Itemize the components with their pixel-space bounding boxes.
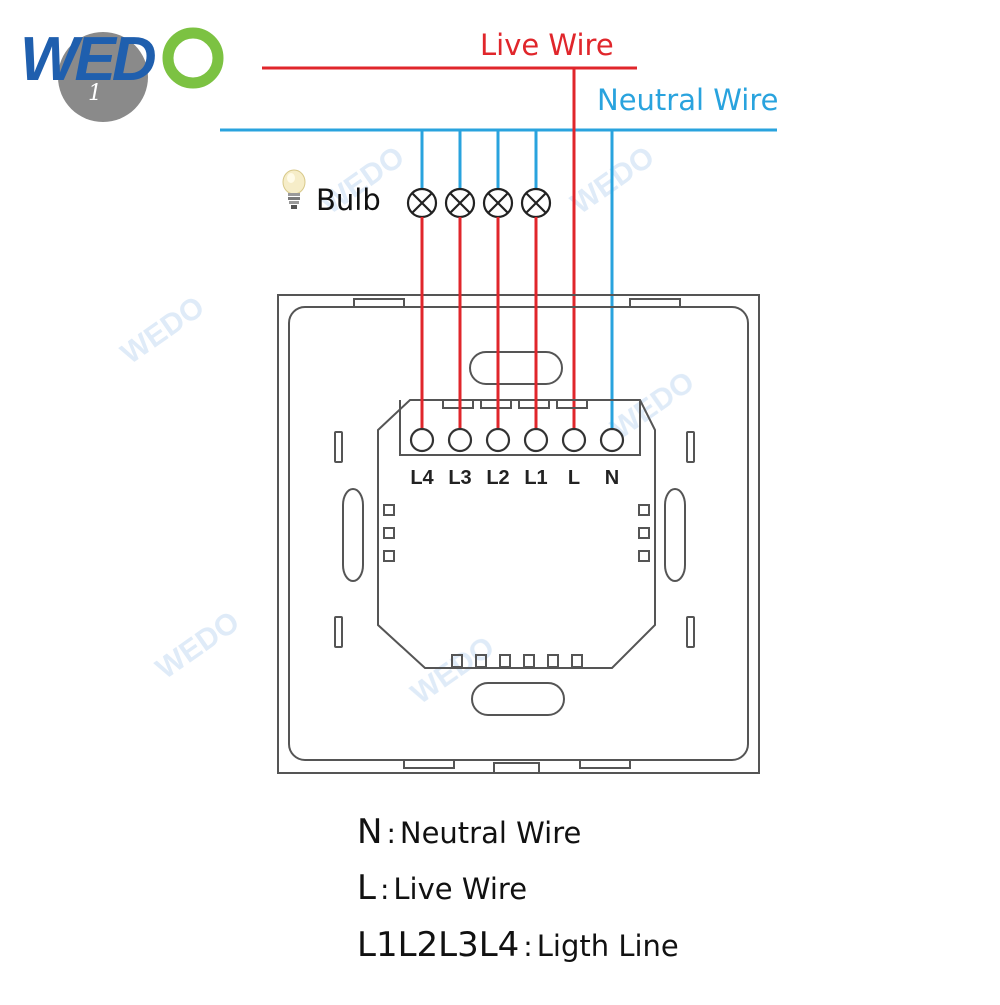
module-tab-r2 [638, 527, 650, 539]
bulb-symbol-1 [406, 187, 438, 219]
bulb-symbols [406, 187, 552, 219]
plate-outer-frame [277, 294, 760, 774]
neutral-wire: Neutral Wire [220, 83, 778, 132]
watermark-3: WEDO [115, 290, 210, 371]
wedo-logo: 1 WED [20, 25, 224, 122]
legend-separator: : [523, 930, 533, 963]
screw-slot-top [469, 351, 563, 385]
bulb-symbol-4 [520, 187, 552, 219]
legend-separator: : [379, 873, 390, 906]
module-tab-l1 [383, 504, 395, 516]
terminal-block [399, 400, 641, 456]
legend-desc-neutral: Neutral Wire [399, 816, 582, 850]
lightbulb-icon [282, 169, 306, 209]
terminal-label-l: L [568, 467, 580, 489]
bulb-symbol-2 [444, 187, 476, 219]
module-pin-6 [571, 654, 583, 668]
module-tab-l2 [383, 527, 395, 539]
light-lines [420, 217, 538, 440]
module-pin-1 [451, 654, 463, 668]
legend-key-n: N [357, 812, 383, 852]
module-pin-2 [475, 654, 487, 668]
terminal-screw-l2 [485, 427, 511, 453]
live-wire-label: Live Wire [480, 28, 614, 62]
module-pin-4 [523, 654, 535, 668]
plate-bottom-notch [493, 762, 540, 773]
module-pin-5 [547, 654, 559, 668]
legend-key-l1l2l3l4: L1L2L3L4 [357, 925, 520, 965]
terminal-screw-n [599, 427, 625, 453]
module-pin-3 [499, 654, 511, 668]
terminal-label-l3: L3 [448, 467, 471, 489]
terminal-label-l2: L2 [486, 467, 509, 489]
module-tab-r3 [638, 550, 650, 562]
terminal-slot-l [556, 399, 588, 409]
bulb-legend: Bulb [282, 169, 381, 217]
legend-key-l: L [357, 868, 376, 908]
terminal-slot-l2 [480, 399, 512, 409]
plate-inner-frame [288, 306, 749, 761]
terminal-slot-l1 [518, 399, 550, 409]
bulb-label: Bulb [316, 183, 381, 217]
neutral-wire-label: Neutral Wire [597, 83, 778, 117]
screw-slot-left [342, 488, 364, 582]
module-tab-l3 [383, 550, 395, 562]
terminal-label-l4: L4 [410, 467, 434, 489]
terminal-label-n: N [605, 467, 619, 489]
legend-live: L:Live Wire [357, 868, 527, 908]
slot-right-top [686, 431, 695, 463]
plate-clip-bottom-right [579, 760, 631, 769]
terminal-label-l1: L1 [524, 467, 547, 489]
legend-desc-light-line: Ligth Line [536, 929, 679, 963]
logo-grey-disc [58, 32, 148, 122]
neutral-drops [420, 130, 614, 440]
terminal-screw-l4 [409, 427, 435, 453]
screw-slot-bottom [471, 682, 565, 716]
watermark-6: WEDO [405, 630, 500, 711]
terminal-screw-l [561, 427, 587, 453]
watermark-5: WEDO [150, 605, 245, 686]
bulb-symbol-3 [482, 187, 514, 219]
switch-plate [277, 294, 760, 774]
logo-tm-mark: 1 [88, 81, 102, 106]
legend-desc-live: Live Wire [393, 872, 528, 906]
legend-separator: : [386, 817, 396, 850]
logo-green-o [162, 27, 224, 89]
live-wire: Live Wire [262, 28, 637, 70]
slot-left-top [334, 431, 343, 463]
module-tab-r1 [638, 504, 650, 516]
slot-left-bottom [334, 616, 343, 648]
terminal-slot-l3 [442, 399, 474, 409]
legend-neutral: N:Neutral Wire [357, 812, 581, 852]
legend-light-line: L1L2L3L4:Ligth Line [357, 925, 679, 965]
terminal-screws [409, 427, 625, 453]
terminal-labels: L4 L3 L2 L1 L N [410, 467, 619, 489]
slot-right-bottom [686, 616, 695, 648]
screw-slot-right [664, 488, 686, 582]
terminal-screw-l3 [447, 427, 473, 453]
plate-clip-top-left [353, 298, 405, 307]
terminal-screw-l1 [523, 427, 549, 453]
plate-clip-bottom-left [403, 760, 455, 769]
logo-wordmark: WED [20, 25, 156, 94]
plate-clip-top-right [629, 298, 681, 307]
